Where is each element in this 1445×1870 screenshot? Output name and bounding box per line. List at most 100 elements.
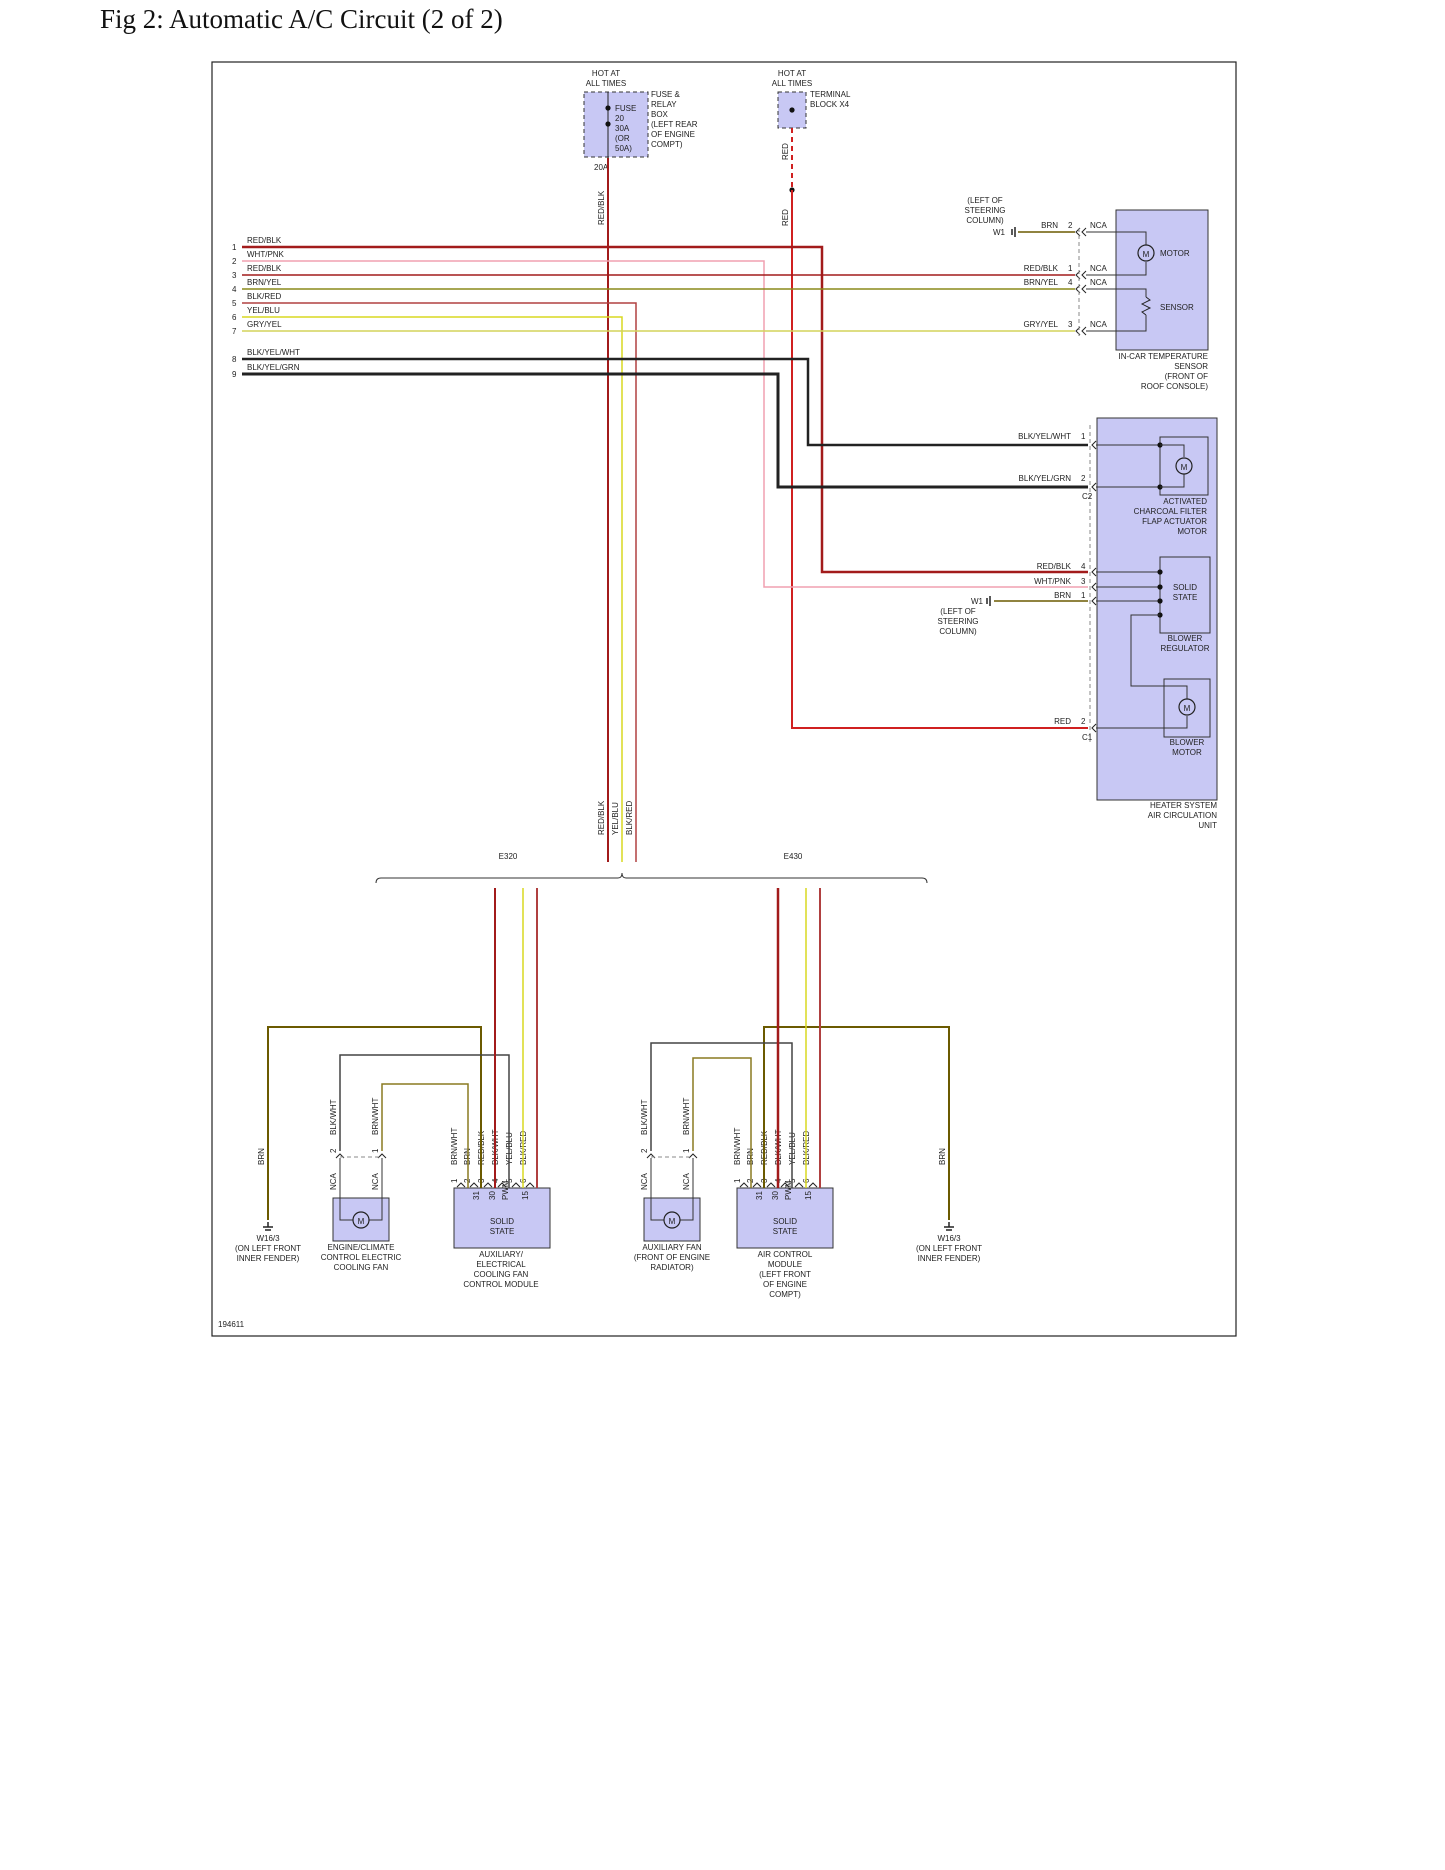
flap-pin-1-num: 1 xyxy=(1081,432,1086,441)
fuse-relay-box xyxy=(583,91,649,158)
incar-caption: SENSOR xyxy=(1174,362,1208,371)
connector-chevron xyxy=(1091,723,1097,733)
fuse-box-label: OF ENGINE xyxy=(651,130,695,139)
connector-chevron xyxy=(456,1182,466,1188)
blower-pin-num: 2 xyxy=(1081,717,1086,726)
fan2-lead-left xyxy=(650,1158,664,1221)
left-ground-id: W16/3 xyxy=(256,1234,280,1243)
module1-box xyxy=(453,1187,551,1249)
variant-brace xyxy=(375,872,928,884)
incar-ground-note: STEERING xyxy=(965,206,1006,215)
fan1-lead-left xyxy=(339,1158,353,1221)
fan2-wire-1: BRN/WHT xyxy=(682,1098,691,1135)
incar-pin-2-wire: BRN xyxy=(1041,221,1058,230)
harness-row-8-num: 8 xyxy=(232,355,237,364)
fan2-state-0: NCA xyxy=(640,1172,649,1190)
harness-row-6-label: YEL/BLU xyxy=(247,306,280,315)
fan1-motor-letter: M xyxy=(358,1217,365,1226)
module1-wire-0: BRN/WHT xyxy=(450,1128,459,1165)
heater-unit-caption: AIR CIRCULATION xyxy=(1148,811,1217,820)
connector-chevron xyxy=(1081,227,1087,237)
incar-pin-1-num: 1 xyxy=(1068,264,1073,273)
module2-caption: AIR CONTROL xyxy=(758,1250,813,1259)
blower-motor xyxy=(1178,698,1196,716)
wire-red-label-low: RED xyxy=(781,209,790,226)
reg-ground-id: W1 xyxy=(971,597,984,606)
left-ground-wire: BRN xyxy=(257,1148,266,1165)
flap-caption: FLAP ACTUATOR xyxy=(1142,517,1207,526)
variant-e430: E430 xyxy=(784,852,803,861)
harness-row-5-label: BLK/RED xyxy=(247,292,281,301)
fan1-caption: COOLING FAN xyxy=(334,1263,389,1272)
terminal-dot xyxy=(789,107,795,113)
connector-chevron xyxy=(1091,596,1097,606)
reg-pin-1-num: 1 xyxy=(1081,591,1086,600)
wire-row2-wht-pnk xyxy=(242,260,1088,588)
flap-caption: MOTOR xyxy=(1177,527,1207,536)
module1-state: SOLID xyxy=(490,1217,514,1226)
right-ground-note: INNER FENDER) xyxy=(918,1254,981,1263)
fuse-box-label: COMPT) xyxy=(651,140,683,149)
trunk-label-3: BLK/RED xyxy=(625,801,634,835)
connector-chevron xyxy=(525,1182,535,1188)
fan2-pin-0: 2 xyxy=(640,1148,649,1153)
connector-c1-label: C1 xyxy=(1082,733,1093,742)
fan1-wire-1: BRN/WHT xyxy=(371,1098,380,1135)
incar-pin-2-num: 2 xyxy=(1068,221,1073,230)
flap-motor-lead-bottom xyxy=(1160,474,1185,488)
connector-chevron xyxy=(1091,567,1097,577)
reg-splice xyxy=(1157,584,1163,590)
right-ground-wire: BRN xyxy=(938,1148,947,1165)
flap-caption: ACTIVATED xyxy=(1163,497,1207,506)
module1-caption: ELECTRICAL xyxy=(476,1260,526,1269)
wire-row6-yel-blu xyxy=(242,316,623,862)
incar-motor-letter: M xyxy=(1143,250,1150,259)
module1-terminal-2: PWM xyxy=(501,1180,510,1200)
fan1-state-1: NCA xyxy=(371,1172,380,1190)
wire-red-label-top: RED xyxy=(781,143,790,160)
fuse-box-label: BOX xyxy=(651,110,669,119)
fuse-text: 20 xyxy=(615,114,624,123)
regulator-state: STATE xyxy=(1173,593,1198,602)
fan2-pin-1: 1 xyxy=(682,1148,691,1153)
fan2-motor-letter: M xyxy=(669,1217,676,1226)
module1-state: STATE xyxy=(490,1227,515,1236)
fuse-dot-bottom xyxy=(605,121,611,127)
fuse-box-label: (LEFT REAR xyxy=(651,120,698,129)
trunk-label-1: RED/BLK xyxy=(597,800,606,835)
heater-unit-caption: HEATER SYSTEM xyxy=(1150,801,1217,810)
incar-pin-1-wire: RED/BLK xyxy=(1024,264,1059,273)
connector-chevron xyxy=(1091,482,1097,492)
regulator-state: SOLID xyxy=(1173,583,1197,592)
module1-caption: COOLING FAN xyxy=(474,1270,529,1279)
wire-row8-blk-yel-wht xyxy=(242,357,1088,447)
flap-pin-1-wire: BLK/YEL/WHT xyxy=(1018,432,1071,441)
incar-motor xyxy=(1137,244,1155,262)
connector-chevron xyxy=(1081,270,1087,280)
incar-pin-3-wire: GRY/YEL xyxy=(1023,320,1058,329)
harness-row-1-num: 1 xyxy=(232,243,237,252)
wire-row1-red-blk xyxy=(242,245,1088,574)
wire-m1-brn-ground xyxy=(267,1026,482,1220)
module2-terminal-3: 15 xyxy=(804,1191,813,1200)
incar-ground-note: (LEFT OF xyxy=(967,196,1003,205)
harness-row-7-label: GRY/YEL xyxy=(247,320,282,329)
connector-chevron xyxy=(794,1182,804,1188)
harness-row-4-label: BRN/YEL xyxy=(247,278,282,287)
harness-row-4-num: 4 xyxy=(232,285,237,294)
harness-row-5-num: 5 xyxy=(232,299,237,308)
sensor-lead-top xyxy=(1116,288,1147,297)
reg-splice xyxy=(1157,569,1163,575)
flap-pin-2-num: 2 xyxy=(1081,474,1086,483)
incar-pin-4-state: NCA xyxy=(1090,278,1108,287)
diagram-frame xyxy=(211,61,1237,1337)
module2-terminal-0: 31 xyxy=(755,1191,764,1200)
wire-m1-blk-wht xyxy=(339,1054,510,1188)
connector-chevron xyxy=(766,1182,776,1188)
module2-terminal-1: 30 xyxy=(771,1191,780,1200)
wire-row5-blk-red xyxy=(242,302,637,862)
module2-terminal-2: PWM xyxy=(784,1180,793,1200)
right-ground-id: W16/3 xyxy=(937,1234,961,1243)
connector-chevron xyxy=(739,1182,749,1188)
